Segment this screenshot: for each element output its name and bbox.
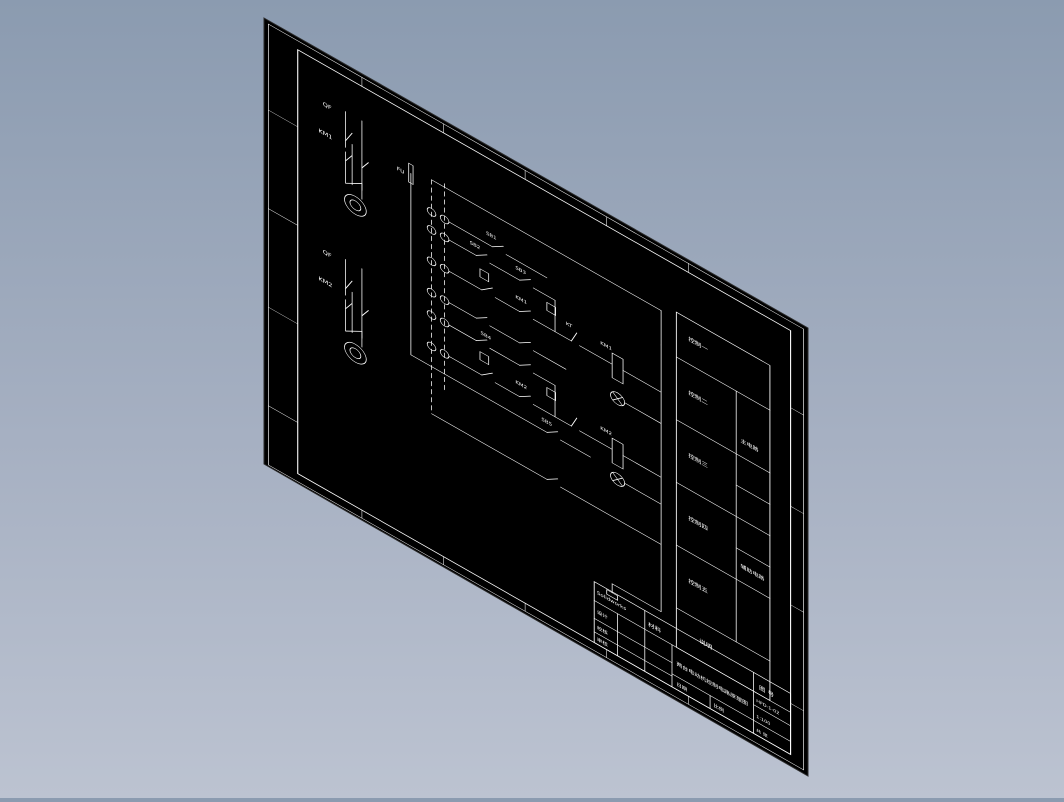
switch-label-4: SB4 (481, 331, 492, 342)
drawing-sheet-content: QF KM1 QF KM2 FU (268, 23, 804, 771)
title-block-checker: 校核 (597, 624, 608, 637)
switch-row-2 (426, 225, 556, 333)
title-block-scale-label: 比例 (713, 701, 724, 714)
switch-label-5: SB5 (541, 417, 552, 428)
switch-row-8 (431, 413, 662, 545)
motor-2-symbol (344, 341, 367, 365)
motor-1-breaker-label: QF (323, 100, 332, 112)
motor-2-breaker-label: QF (323, 248, 332, 260)
relay-label-2: KM2 (600, 426, 612, 438)
drawing-sheet (263, 17, 809, 777)
title-block-date: 日期 (676, 681, 687, 693)
sheet-outer-frame (268, 23, 804, 771)
switch-row-5 (426, 310, 556, 418)
sheet-inner-frame (297, 49, 792, 756)
contact-label-3: KT (566, 321, 573, 330)
switch-row-7 (410, 354, 662, 505)
title-block-sheet: 共 张 (756, 727, 767, 739)
switch-row-1 (426, 207, 548, 279)
switch-row-4 (426, 287, 662, 424)
relay-coil-2 (611, 437, 624, 470)
ground-terminal (606, 583, 662, 613)
switch-label-3: SB3 (515, 265, 526, 276)
control-circuit: FU (397, 162, 662, 613)
relay-label-1: KM1 (600, 341, 612, 353)
title-block-designer: 设计 (597, 608, 608, 621)
switch-label-1: SB1 (486, 231, 497, 242)
relay-coil-1 (611, 352, 624, 385)
zone-ticks (268, 77, 804, 712)
contact-label-2: KM2 (515, 380, 527, 392)
switch-row-6 (426, 341, 662, 478)
motor-1-symbol (344, 194, 367, 217)
switch-label-2: SB2 (470, 240, 481, 251)
contact-label-1: KM1 (515, 295, 527, 307)
title-block-approver: 审核 (597, 636, 608, 649)
fuse-label: FU (397, 166, 405, 176)
switch-row-3 (426, 256, 662, 613)
fuse-symbol (408, 162, 414, 186)
